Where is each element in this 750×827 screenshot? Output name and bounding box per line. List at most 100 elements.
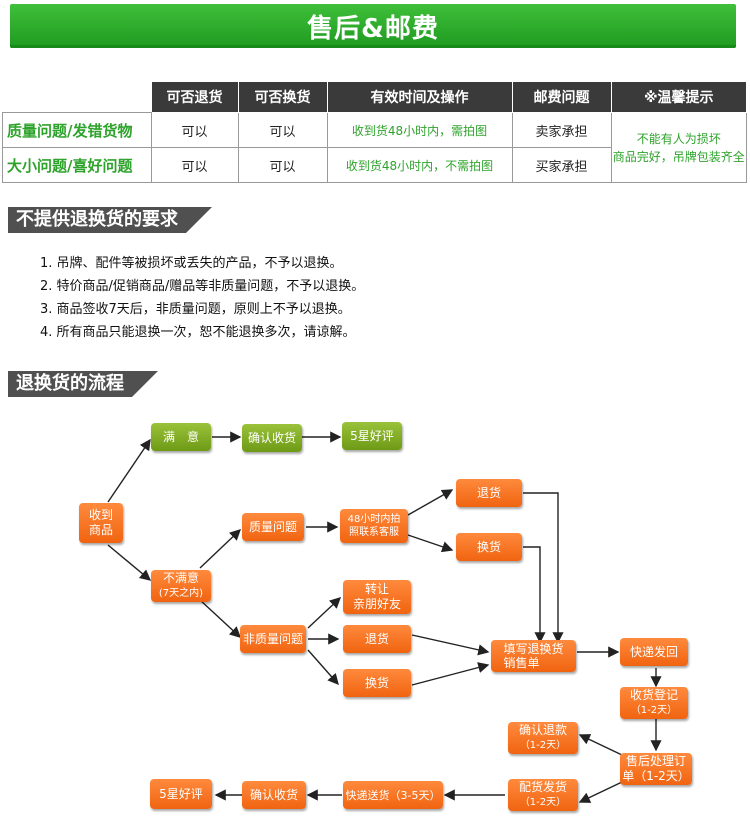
node-label: 快递发回 — [629, 644, 678, 659]
node-ship: 配货发货 （1-2天） — [508, 779, 578, 811]
node-exchange-non-quality: 换货 — [343, 669, 411, 697]
node-label: 质量问题 — [248, 519, 297, 534]
cell-return: 可以 — [150, 147, 239, 183]
node-label: 转让 — [364, 582, 389, 596]
policy-table-header: 可否退货 可否换货 有效时间及操作 邮费问题 ※温馨提示 — [2, 81, 747, 113]
node-label: 不满意 — [162, 571, 199, 585]
node-confirm-receipt-top: 确认收货 — [242, 424, 302, 452]
section-rules-title: 不提供退换货的要求 — [8, 207, 186, 233]
node-non-quality-issue: 非质量问题 — [240, 625, 306, 653]
policy-table: 可否退货 可否换货 有效时间及操作 邮费问题 ※温馨提示 质量问题/发错货物 可… — [2, 81, 747, 183]
node-express-ship: 快递送货（3-5天） — [343, 781, 443, 809]
header-banner: 售后&邮费 — [10, 4, 736, 48]
node-sublabel: （1-2天） — [630, 705, 678, 716]
arrow — [107, 438, 151, 503]
node-satisfied: 满 意 — [151, 423, 211, 451]
node-label: 确认收货 — [247, 430, 296, 445]
section-tail — [186, 207, 212, 233]
table-row: 大小问题/喜好问题 可以 可以 收到货48小时内，不需拍图 买家承担 — [2, 147, 747, 183]
cell-time: 收到货48小时内，需拍图 — [326, 112, 513, 148]
tip-line2: 商品完好，吊牌包装齐全 — [612, 149, 745, 164]
col-return: 可否退货 — [150, 81, 239, 113]
col-tip: ※温馨提示 — [610, 81, 747, 113]
node-label: 换货 — [476, 539, 501, 554]
node-label: 5星好评 — [159, 786, 203, 801]
arrow — [411, 662, 490, 686]
cell-exchange: 可以 — [237, 112, 328, 148]
rules-list: 1. 吊牌、配件等被损坏或丢失的产品，不予以退换。 2. 特价商品/促销商品/赠… — [40, 252, 364, 344]
node-confirm-receipt-bottom: 确认收货 — [242, 781, 306, 809]
node-fill-form: 填写退换货销售单 — [491, 640, 576, 672]
node-transfer: 转让亲朋好友 — [343, 580, 411, 614]
arrow — [407, 534, 454, 553]
node-sublabel: (7天之内) — [158, 588, 204, 599]
arrow — [523, 546, 546, 644]
node-exchange-quality: 换货 — [456, 533, 522, 561]
arrow — [578, 781, 623, 803]
cell-tip: 不能有人为损坏 商品完好，吊牌包装齐全 — [610, 112, 747, 183]
table-row: 质量问题/发错货物 可以 可以 收到货48小时内，需拍图 卖家承担 不能有人为损… — [2, 112, 747, 183]
node-label: 确认退款 — [518, 723, 567, 737]
node-label: 销售单 — [503, 656, 540, 670]
arrow — [307, 649, 339, 686]
cell-exchange: 可以 — [237, 147, 328, 183]
node-return-non-quality: 退货 — [343, 625, 411, 653]
node-unsatisfied: 不满意 (7天之内) — [151, 570, 211, 602]
arrow — [107, 544, 152, 581]
node-label: 非质量问题 — [242, 631, 303, 646]
node-label: 换货 — [364, 675, 389, 690]
section-tail — [132, 371, 158, 397]
arrow — [307, 597, 342, 629]
list-item: 4. 所有商品只能退换一次，恕不能退换多次，请谅解。 — [40, 325, 356, 340]
node-sublabel: （1-2天） — [519, 740, 567, 751]
arrow — [578, 734, 623, 756]
page-title: 售后&邮费 — [307, 13, 439, 44]
node-label: 填写退换货 — [503, 642, 564, 656]
row-label: 大小问题/喜好问题 — [2, 147, 152, 183]
arrow — [199, 599, 242, 638]
node-label: 5星好评 — [350, 428, 394, 443]
cell-postage: 买家承担 — [511, 147, 612, 183]
node-label: 退货 — [476, 485, 501, 500]
node-sublabel: （1-2天） — [519, 797, 567, 808]
col-postage: 邮费问题 — [511, 81, 612, 113]
arrow — [523, 492, 564, 644]
node-label: 收到 — [88, 508, 113, 522]
node-register: 收货登记 （1-2天） — [620, 687, 688, 719]
node-label: 亲朋好友 — [352, 597, 401, 611]
section-flow-header: 退换货的流程 — [8, 371, 158, 397]
list-item: 3. 商品签收7天后，非质量问题，原则上不予以退换。 — [40, 302, 351, 317]
arrow — [411, 634, 490, 656]
col-exchange: 可否换货 — [237, 81, 328, 113]
arrow — [199, 529, 242, 569]
node-label: 商品 — [88, 523, 113, 537]
node-five-star-bottom: 5星好评 — [150, 779, 212, 809]
node-label: 48小时内拍 — [347, 514, 401, 525]
node-label: 满 意 — [162, 429, 199, 444]
node-return-quality: 退货 — [456, 479, 522, 507]
cell-postage: 卖家承担 — [511, 112, 612, 148]
node-process-order: 售后处理订单（1-2天） — [620, 753, 692, 785]
col-time: 有效时间及操作 — [326, 81, 513, 113]
row-label: 质量问题/发错货物 — [2, 112, 152, 148]
node-received: 收到商品 — [79, 503, 123, 543]
node-label: 售后处理订 — [625, 754, 686, 768]
node-label: 快递送货（3-5天） — [345, 788, 441, 802]
cell-time: 收到货48小时内，不需拍图 — [326, 147, 513, 183]
node-contact-48h: 48小时内拍照联系客服 — [340, 509, 408, 543]
header-blank — [2, 81, 151, 113]
node-label: 单（1-2天） — [622, 769, 690, 783]
node-label: 收货登记 — [629, 688, 678, 702]
node-label: 退货 — [364, 631, 389, 646]
cell-return: 可以 — [150, 112, 239, 148]
node-label: 确认收货 — [249, 787, 298, 802]
node-confirm-refund: 确认退款 （1-2天） — [508, 722, 578, 754]
list-item: 1. 吊牌、配件等被损坏或丢失的产品，不予以退换。 — [40, 256, 343, 271]
arrow — [407, 489, 454, 516]
section-flow-title: 退换货的流程 — [8, 371, 132, 397]
node-label: 配货发货 — [518, 780, 567, 794]
tip-line1: 不能有人为损坏 — [636, 131, 721, 146]
node-express-return: 快递发回 — [620, 638, 688, 666]
section-rules-header: 不提供退换货的要求 — [8, 207, 212, 233]
node-five-star-top: 5星好评 — [342, 422, 402, 450]
